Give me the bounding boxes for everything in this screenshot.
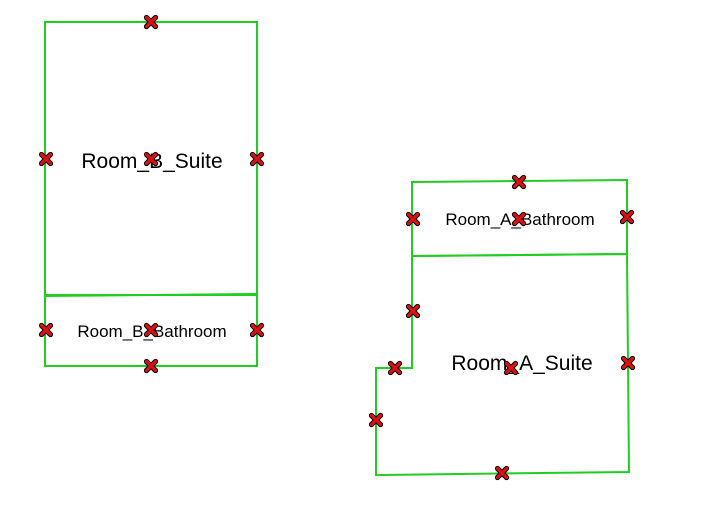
room-b-group (44, 21, 258, 367)
room-a-suite-label: Room_A_Suite (451, 352, 592, 375)
x-mark-icon[interactable] (494, 465, 510, 481)
x-mark-icon[interactable] (38, 151, 54, 167)
room-b-bathroom-outline[interactable] (44, 292, 258, 367)
x-mark-icon[interactable] (249, 322, 265, 338)
room-a-suite-outline[interactable] (375, 252, 631, 477)
x-mark-icon[interactable] (619, 209, 635, 225)
x-mark-icon[interactable] (368, 412, 384, 428)
x-mark-icon[interactable] (249, 151, 265, 167)
x-mark-icon[interactable] (511, 174, 527, 190)
x-mark-icon[interactable] (387, 360, 403, 376)
x-mark-icon[interactable] (143, 358, 159, 374)
room-a-group (375, 178, 631, 477)
x-mark-icon[interactable] (405, 211, 421, 227)
x-mark-icon[interactable] (143, 151, 159, 167)
x-mark-icon[interactable] (38, 322, 54, 338)
x-mark-icon[interactable] (405, 303, 421, 319)
x-mark-icon[interactable] (620, 355, 636, 371)
x-mark-icon[interactable] (143, 14, 159, 30)
marker-layer (38, 14, 636, 481)
x-mark-icon[interactable] (503, 360, 519, 376)
x-mark-icon[interactable] (511, 211, 527, 227)
x-mark-icon[interactable] (143, 322, 159, 338)
